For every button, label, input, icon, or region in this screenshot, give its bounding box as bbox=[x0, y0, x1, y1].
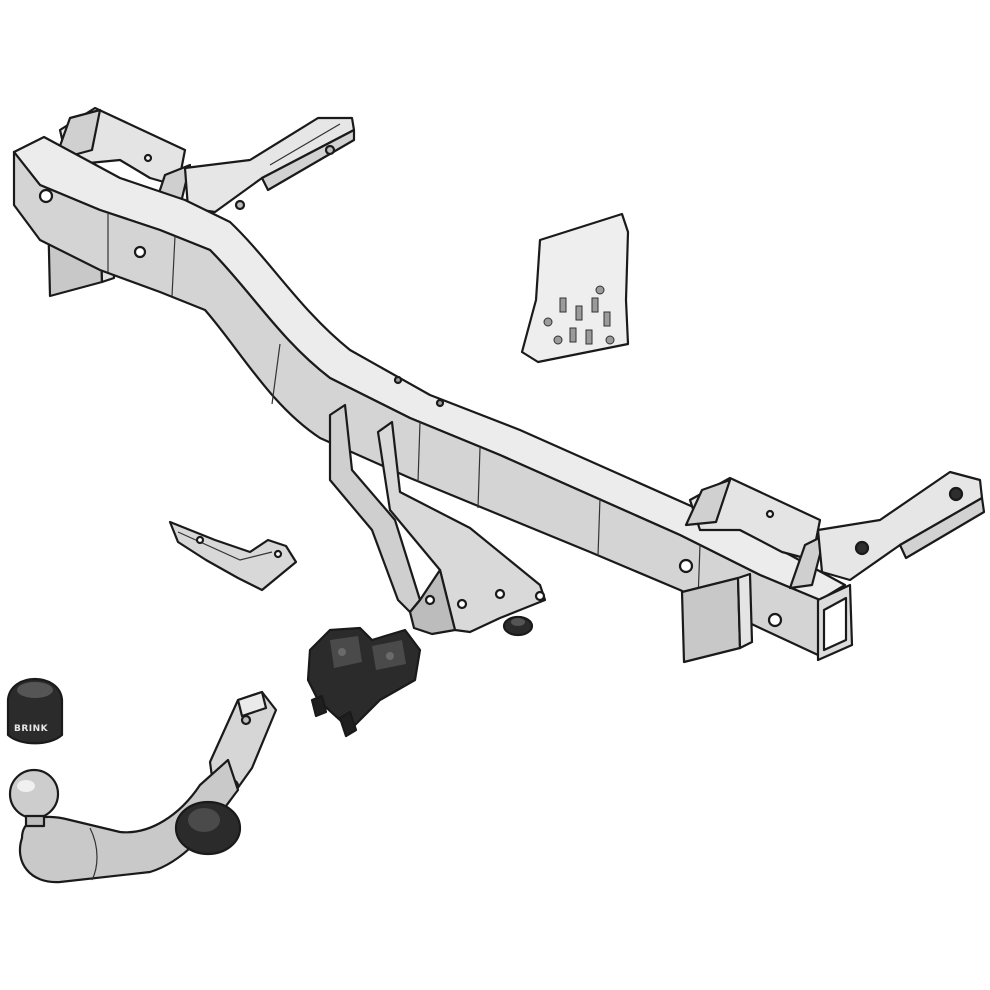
beam-right-end bbox=[816, 583, 854, 662]
right-side-arm bbox=[816, 470, 986, 582]
beam-tube bbox=[12, 135, 847, 657]
cross-beam-assembly bbox=[12, 106, 986, 664]
left-side-arm bbox=[183, 116, 356, 214]
centre-neck-mounting-plates bbox=[328, 403, 547, 637]
ball-cover-cap: BRINK bbox=[6, 678, 64, 745]
right-fixing-plate bbox=[680, 572, 754, 664]
electrical-socket-module bbox=[306, 626, 422, 738]
detachable-tow-neck bbox=[8, 690, 278, 884]
support-bracket bbox=[168, 520, 298, 592]
fitting-kit-bag bbox=[520, 212, 630, 364]
cap-brand-label: BRINK bbox=[14, 724, 49, 734]
right-mounting-bracket bbox=[684, 476, 827, 590]
